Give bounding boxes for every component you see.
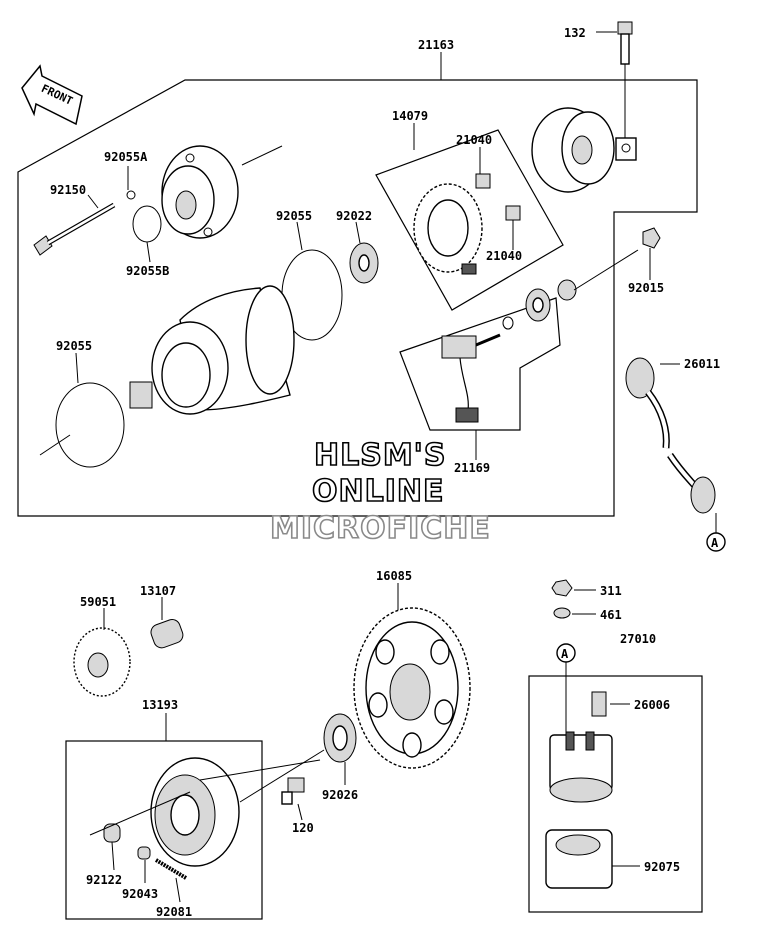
long-bolt-92150 xyxy=(33,202,116,256)
label-26006: 26006 xyxy=(634,698,670,712)
o-ring-92055-left xyxy=(55,382,125,468)
end-cover xyxy=(531,107,637,193)
motor-armature xyxy=(129,285,295,415)
bolt-120 xyxy=(281,777,305,805)
label-92055a: 92055A xyxy=(104,150,148,164)
label-92055-mid: 92055 xyxy=(276,209,312,223)
label-13193: 13193 xyxy=(142,698,178,712)
one-way-clutch-outline xyxy=(65,740,263,920)
brush-21040-bottom xyxy=(505,205,521,221)
label-14079: 14079 xyxy=(392,109,428,123)
washer-92026 xyxy=(323,713,357,763)
bolt-132 xyxy=(617,21,633,65)
label-92075: 92075 xyxy=(644,860,680,874)
o-ring-92055a xyxy=(126,190,136,200)
label-311: 311 xyxy=(600,584,622,598)
brush-21040-top xyxy=(475,173,491,189)
connector-a-callout-1: A xyxy=(706,532,726,552)
label-92055-left: 92055 xyxy=(56,339,92,353)
label-13107: 13107 xyxy=(140,584,176,598)
label-92022: 92022 xyxy=(336,209,372,223)
shaft-13107 xyxy=(150,619,184,649)
label-27010: 27010 xyxy=(620,632,656,646)
nut-311 xyxy=(551,579,573,597)
connector-a-callout-2: A xyxy=(556,643,576,663)
label-21040-top: 21040 xyxy=(456,133,492,147)
leader-lines xyxy=(39,31,717,903)
washer-92022 xyxy=(349,242,379,284)
o-ring-92055b xyxy=(132,205,162,243)
starter-assembly-outline xyxy=(17,79,698,517)
label-21163: 21163 xyxy=(418,38,454,52)
label-92043: 92043 xyxy=(122,887,158,901)
label-461: 461 xyxy=(600,608,622,622)
label-59051: 59051 xyxy=(80,595,116,609)
label-92122: 92122 xyxy=(86,873,122,887)
cable-26011 xyxy=(625,357,716,514)
label-26011: 26011 xyxy=(684,357,720,371)
starter-relay xyxy=(549,691,613,803)
label-92026: 92026 xyxy=(322,788,358,802)
plunger-92043 xyxy=(137,846,151,860)
label-92150: 92150 xyxy=(50,183,86,197)
label-132: 132 xyxy=(564,26,586,40)
starter-relay-outline xyxy=(528,675,703,913)
brush-sub-outline xyxy=(399,297,561,431)
label-92055b: 92055B xyxy=(126,264,169,278)
watermark-line-2: ONLINE xyxy=(312,474,445,509)
brush-holder-outline xyxy=(375,129,564,311)
front-arrow-icon: FRONT xyxy=(21,64,83,126)
connector-a-label-1: A xyxy=(711,536,719,550)
label-92015: 92015 xyxy=(628,281,664,295)
label-92081: 92081 xyxy=(156,905,192,919)
brush-21169 xyxy=(441,333,501,423)
relay-cover-92075 xyxy=(545,829,613,889)
label-21040-bottom: 21040 xyxy=(486,249,522,263)
watermark: HLSM'S ONLINE MICROFICHE xyxy=(269,437,491,547)
idler-gear-59051 xyxy=(73,627,131,697)
terminal-parts xyxy=(502,227,661,330)
clutch-gear-16085 xyxy=(353,607,471,769)
connector-a-label-2: A xyxy=(561,647,569,661)
label-16085: 16085 xyxy=(376,569,412,583)
label-120: 120 xyxy=(292,821,314,835)
part-labels: 132 21163 14079 21040 21040 92055A 92150… xyxy=(50,26,720,919)
roller-92122 xyxy=(103,823,121,843)
watermark-line-1: HLSM'S xyxy=(314,438,446,473)
front-cover xyxy=(161,145,239,239)
watermark-line-3: MICROFICHE xyxy=(270,511,491,546)
label-21169: 21169 xyxy=(454,461,490,475)
one-way-clutch xyxy=(150,757,240,867)
washer-461 xyxy=(553,607,571,619)
brush-plate xyxy=(413,183,483,275)
